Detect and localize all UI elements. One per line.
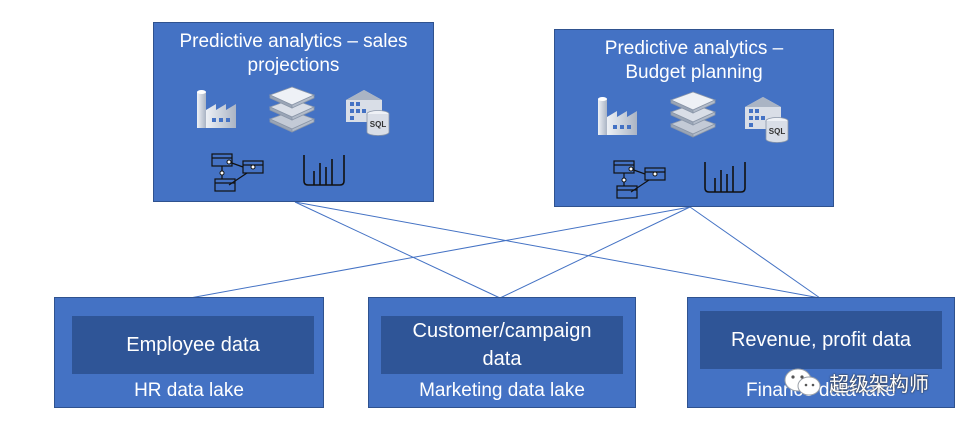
wechat-icon xyxy=(784,368,821,396)
sql-warehouse-icon: SQL xyxy=(346,90,390,136)
factory-icon xyxy=(598,97,637,135)
watermark: 超级架构师 xyxy=(783,365,963,399)
analytics-title-budget: Predictive analytics – Budget planning xyxy=(604,38,784,83)
factory-icon xyxy=(197,90,236,128)
employee-data-box: Employee data xyxy=(72,316,314,374)
layers-icon xyxy=(268,86,316,133)
customer-campaign-data-box: Customer/campaign data xyxy=(381,316,623,374)
link-budget-to-hr xyxy=(189,206,691,299)
layers-icon xyxy=(669,91,717,138)
link-budget-to-marketing xyxy=(499,206,691,299)
svg-text:SQL: SQL xyxy=(769,127,786,136)
analytics-box-sales: Predictive analytics – sales projections xyxy=(153,22,434,202)
sql-warehouse-icon: SQL xyxy=(745,97,789,143)
analytics-title-sales: Predictive analytics – sales projections xyxy=(179,31,408,76)
hr-data-lake: Employee data HR data lake xyxy=(54,297,324,408)
link-sales-to-finance xyxy=(294,201,821,299)
finance-data-lake: Revenue, profit data Finance data lake xyxy=(687,297,955,408)
revenue-profit-data-box: Revenue, profit data xyxy=(700,311,942,369)
analytics-chart-icon xyxy=(704,162,746,193)
link-budget-to-finance xyxy=(689,206,821,299)
analytics-box-budget: Predictive analytics – Budget planning xyxy=(554,29,834,207)
link-sales-to-marketing xyxy=(294,201,501,299)
lake-label-finance: Finance data lake xyxy=(746,380,896,401)
data-model-icon xyxy=(613,160,666,199)
data-model-icon xyxy=(211,153,264,192)
lake-label-marketing: Marketing data lake xyxy=(419,380,585,401)
watermark-text: 超级架构师 xyxy=(829,373,929,396)
analytics-chart-icon xyxy=(303,155,345,186)
svg-text:SQL: SQL xyxy=(370,120,387,129)
lake-label-hr: HR data lake xyxy=(134,380,244,401)
marketing-data-lake: Customer/campaign data Marketing data la… xyxy=(368,297,636,408)
